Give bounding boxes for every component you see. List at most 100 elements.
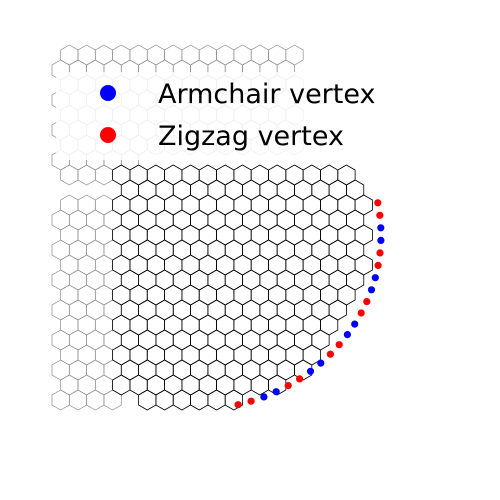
hexagon-cell (233, 164, 252, 186)
hexagon-cell (207, 239, 226, 261)
hexagon-cell (198, 344, 217, 366)
hexagon-cell (285, 224, 304, 246)
hexagon-cell (112, 194, 131, 216)
hexagon-cell (233, 194, 252, 216)
hexagon-cell (112, 254, 131, 276)
hexagon-cell (138, 269, 157, 291)
hexagon-cell (129, 284, 148, 306)
zigzag-vertex (374, 199, 382, 207)
hexagon-cell (311, 179, 330, 201)
hexagon-cell (259, 299, 278, 321)
hexagon-cell (233, 344, 252, 366)
hexagon-cell (250, 314, 269, 336)
hexagon-cell (155, 239, 174, 261)
hexagon-cell (146, 164, 165, 186)
hexagon-cell (268, 224, 287, 246)
hexagon-cell (94, 44, 113, 66)
hexagon-cell (155, 209, 174, 231)
hexagon-cell (181, 344, 200, 366)
hexagon-cell (51, 239, 70, 261)
hexagon-cell (77, 224, 96, 246)
hexagon-cell (276, 269, 295, 291)
hexagon-cell (233, 284, 252, 306)
hexagon-cell (86, 299, 105, 321)
hexagon-cell (138, 299, 157, 321)
hexagon-cell (146, 284, 165, 306)
hexagon-cell (103, 359, 122, 381)
hexagon-cell (112, 344, 131, 366)
hexagon-cell (68, 269, 87, 291)
hexagon-cell (302, 164, 321, 186)
hexagon-cell (103, 269, 122, 291)
hexagon-cell (103, 389, 122, 411)
hexagon-cell (172, 329, 191, 351)
hexagon-cell (198, 374, 217, 396)
hexagon-cell (233, 44, 252, 66)
hexagon-cell (190, 299, 209, 321)
hexagon-cell (250, 344, 269, 366)
hexagon-cell (172, 389, 191, 411)
hexagon-cell (51, 359, 70, 381)
hexagon-cell (172, 239, 191, 261)
hexagon-cell (216, 254, 235, 276)
hexagon-cell (112, 314, 131, 336)
hexagon-cell (207, 359, 226, 381)
hexagon-cell (129, 224, 148, 246)
zigzag-legend-label: Zigzag vertex (158, 121, 344, 152)
hexagon-cell (268, 164, 287, 186)
hexagon-cell (181, 224, 200, 246)
hexagon-cell (294, 179, 313, 201)
hexagon-cell (285, 344, 304, 366)
hexagon-cell (224, 179, 243, 201)
hexagon-cell (112, 44, 131, 66)
hexagon-cell (294, 329, 313, 351)
hexagon-cell (224, 239, 243, 261)
hexagon-cell (328, 299, 347, 321)
hexagon-cell (164, 194, 183, 216)
hexagon-cell (250, 254, 269, 276)
hexagon-cell (181, 194, 200, 216)
hexagon-cell (129, 254, 148, 276)
hexagon-cell (285, 44, 304, 66)
hexagon-cell (198, 224, 217, 246)
hexagon-cell (103, 299, 122, 321)
hexagon-cell (337, 224, 356, 246)
hexagon-cell (320, 164, 339, 186)
hexagon-cell (328, 239, 347, 261)
hexagon-cell (60, 224, 79, 246)
hexagon-cell (112, 284, 131, 306)
hexagon-cell (311, 239, 330, 261)
hexagon-cell (198, 194, 217, 216)
hexagon-cell (94, 374, 113, 396)
hexagon-cell (190, 179, 209, 201)
hexagon-cell (311, 269, 330, 291)
hexagon-cell (285, 194, 304, 216)
hexagon-cell (77, 254, 96, 276)
hexagon-cell (346, 179, 365, 201)
armchair-vertex (377, 236, 385, 244)
hexagon-cell (94, 314, 113, 336)
hexagon-cell (328, 209, 347, 231)
hexagon-cell (276, 329, 295, 351)
hexagon-cell (198, 44, 217, 66)
hexagon-cell (259, 209, 278, 231)
hexagon-cell (276, 209, 295, 231)
hexagon-cell (155, 389, 174, 411)
hexagon-cell (146, 374, 165, 396)
hexagon-cell (172, 359, 191, 381)
hexagon-cell (337, 164, 356, 186)
hexagon-cell (294, 239, 313, 261)
hexagon-cell (60, 314, 79, 336)
hexagon-cell (77, 314, 96, 336)
hexagon-cell (285, 284, 304, 306)
hexagon-cell (250, 374, 269, 396)
hexagon-cell (103, 329, 122, 351)
legend: Armchair vertex Zigzag vertex (56, 72, 386, 160)
hexagon-cell (242, 329, 261, 351)
hexagon-cell (337, 194, 356, 216)
hexagon-cell (146, 224, 165, 246)
hexagon-cell (60, 374, 79, 396)
hexagon-cell (224, 359, 243, 381)
hexagon-cell (268, 344, 287, 366)
zigzag-vertex (296, 375, 304, 383)
